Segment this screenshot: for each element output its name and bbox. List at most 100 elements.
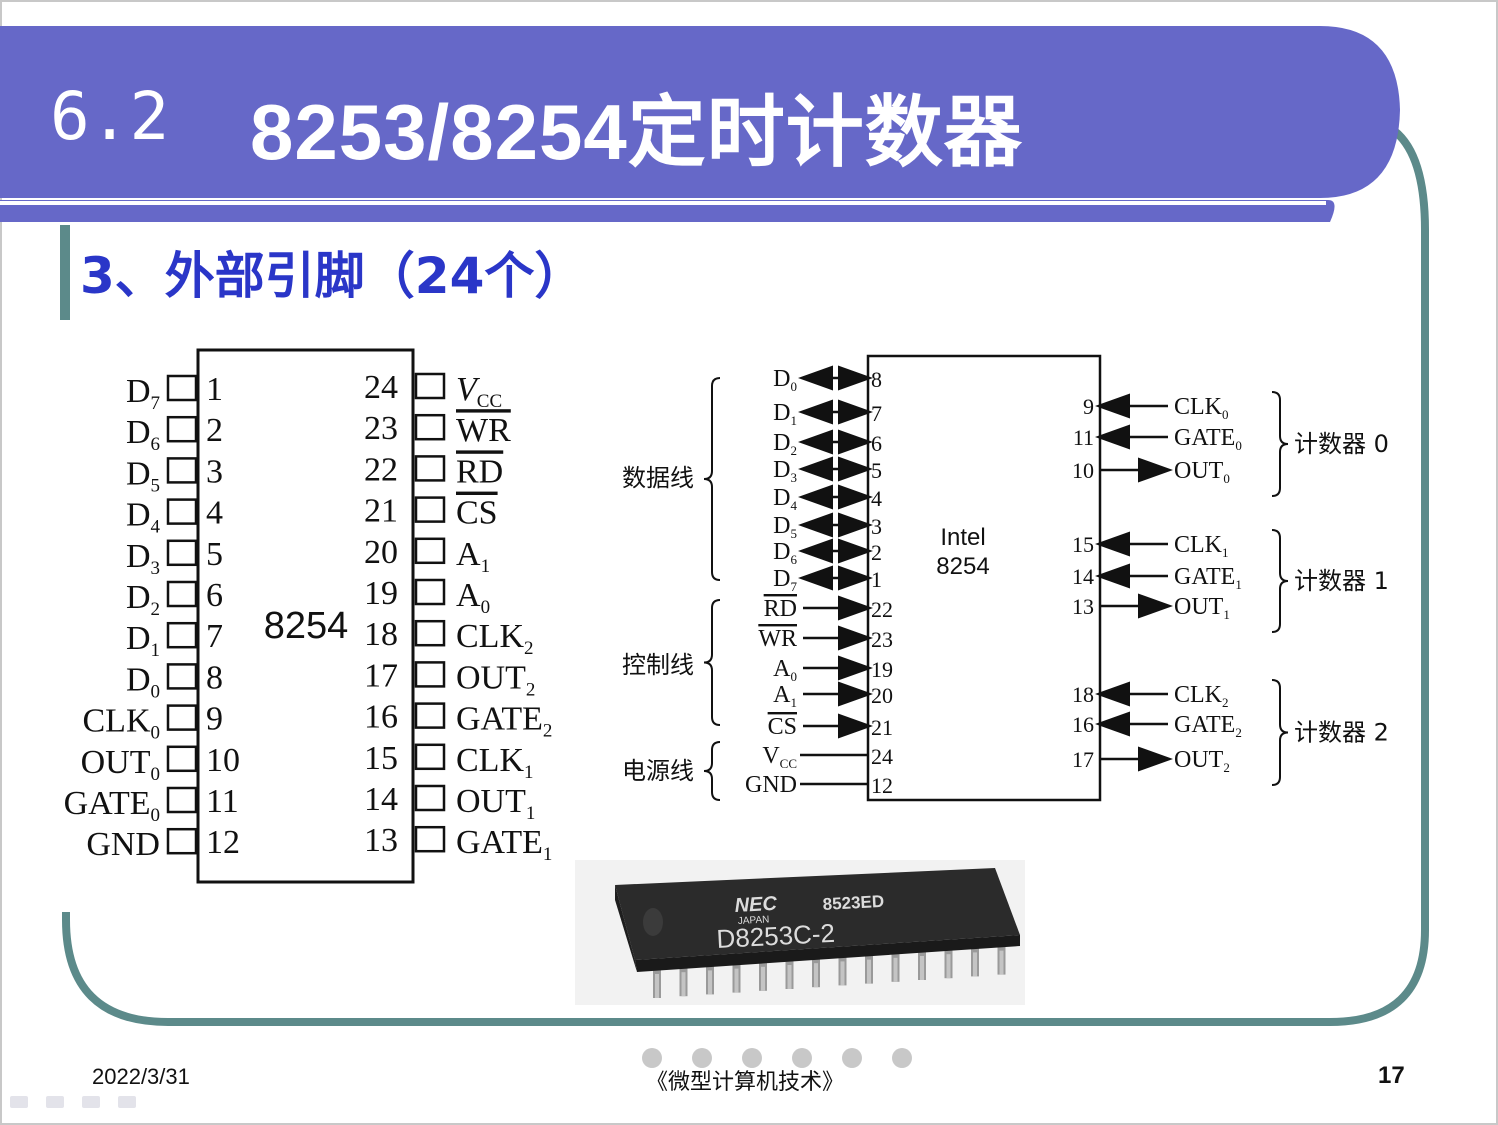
signal-pin-number: 19 bbox=[871, 657, 893, 682]
pin-name-right-subscript: 2 bbox=[526, 679, 536, 700]
pin-name-right-text: GATE bbox=[456, 824, 543, 861]
pin-number: 24 bbox=[364, 369, 398, 406]
menu-icon[interactable] bbox=[82, 1096, 100, 1108]
pin-number: 16 bbox=[364, 699, 398, 736]
chip-brand: NEC bbox=[734, 893, 778, 917]
pin-name-right: A0 bbox=[456, 577, 490, 618]
chip-leg-shine bbox=[814, 963, 818, 988]
pin-name-left: D6 bbox=[126, 414, 160, 455]
counter-signal-name: OUT2 bbox=[1174, 747, 1230, 775]
pin-name-right-subscript: 2 bbox=[543, 721, 553, 742]
signal-name: D1 bbox=[773, 400, 797, 428]
pin-number: 13 bbox=[364, 822, 398, 859]
signal-pin-number: 1 bbox=[871, 567, 882, 592]
slide-dot bbox=[692, 1048, 712, 1068]
pin-number: 7 bbox=[206, 618, 223, 655]
pin-name-left: D1 bbox=[126, 620, 160, 661]
pin-box bbox=[166, 663, 198, 690]
chip-label: 8254 bbox=[264, 605, 349, 647]
chip-code: 8523ED bbox=[822, 892, 884, 914]
signal-name-text: CS bbox=[768, 714, 797, 740]
counter-signal-name-subscript: 0 bbox=[1222, 407, 1229, 422]
pin-name-right: VCC bbox=[456, 371, 502, 412]
pin-number: 19 bbox=[364, 575, 398, 612]
pin-name-right-subscript: 1 bbox=[524, 762, 534, 783]
pin-name-left-text: D bbox=[126, 373, 151, 410]
pin-name-left-text: GATE bbox=[64, 785, 151, 822]
block-body bbox=[866, 354, 1102, 802]
chip-photo: NEC JAPAN 8523ED D8253C-2 bbox=[575, 860, 1025, 1005]
counter-signal-name-subscript: 2 bbox=[1223, 760, 1230, 775]
pin-name-right: CLK1 bbox=[456, 742, 534, 783]
signal-pin-number: 22 bbox=[871, 597, 893, 622]
signal-pin-number: 8 bbox=[871, 367, 882, 392]
pin-name-left-subscript: 2 bbox=[151, 599, 161, 620]
signal-name: A1 bbox=[773, 682, 797, 710]
pin-box bbox=[414, 537, 446, 565]
group-brace bbox=[703, 599, 721, 726]
counter-signal-name-subscript: 0 bbox=[1223, 471, 1230, 486]
pin-name-left: GATE0 bbox=[64, 785, 160, 826]
pin-number: 6 bbox=[206, 577, 223, 614]
pin-box bbox=[166, 786, 198, 814]
pin-number: 21 bbox=[364, 493, 398, 530]
pin-name-right-subscript: 0 bbox=[481, 597, 491, 618]
counter-pin-number: 14 bbox=[1072, 564, 1094, 589]
signal-name: VCC bbox=[762, 743, 797, 771]
signal-name-subscript: 0 bbox=[791, 669, 798, 684]
signal-name: WR bbox=[758, 626, 797, 652]
chip-leg-shine bbox=[920, 956, 924, 980]
counter-signal-name: GATE0 bbox=[1174, 425, 1242, 453]
prev-slide-icon[interactable] bbox=[10, 1096, 28, 1108]
pin-name-left: D4 bbox=[126, 497, 161, 538]
signal-name-text: A bbox=[773, 682, 791, 708]
pin-box bbox=[166, 498, 198, 525]
pin-name-left: D3 bbox=[126, 538, 160, 579]
chip-leg-shine bbox=[999, 950, 1004, 975]
signal-pin-number: 20 bbox=[871, 683, 893, 708]
slide-dot bbox=[742, 1048, 762, 1068]
pin-name-left-text: D bbox=[126, 661, 151, 698]
pin-number: 11 bbox=[206, 783, 239, 820]
pinout-diagram: 82541D72D63D54D45D36D27D18D09CLK010OUT01… bbox=[48, 320, 596, 912]
pin-name-left-text: D bbox=[126, 497, 151, 534]
chip-legs bbox=[653, 944, 1006, 998]
pin-box bbox=[166, 415, 198, 443]
counter-label: 计数器 1 bbox=[1294, 567, 1389, 595]
chip-leg-shine bbox=[761, 966, 765, 991]
counter-signal-name: OUT0 bbox=[1174, 458, 1230, 486]
pin-name-right: CS bbox=[456, 495, 498, 532]
chip-leg-shine bbox=[893, 957, 898, 982]
pin-box bbox=[166, 580, 198, 608]
pin-name-right-text: RD bbox=[456, 453, 503, 490]
signal-pin-number: 5 bbox=[871, 458, 882, 483]
pin-name-left: OUT0 bbox=[81, 744, 160, 785]
pin-name-right: GATE1 bbox=[456, 824, 552, 865]
signal-name-subscript: 7 bbox=[791, 579, 798, 594]
chip-leg-shine bbox=[708, 970, 712, 995]
pin-name-left: CLK0 bbox=[83, 703, 161, 744]
block-label-line1: Intel bbox=[940, 524, 985, 551]
pen-icon[interactable] bbox=[46, 1096, 64, 1108]
signal-name-text: D bbox=[773, 366, 790, 392]
chip-part: D8253C-2 bbox=[716, 918, 836, 954]
counter-signal-name-text: GATE bbox=[1174, 712, 1235, 738]
pin-name-right-text: WR bbox=[456, 412, 511, 449]
signal-name-text: D bbox=[773, 513, 790, 539]
counter-signal-name-text: GATE bbox=[1174, 564, 1235, 590]
pin-name-left-subscript: 3 bbox=[151, 558, 161, 579]
counter-signal-name-text: CLK bbox=[1174, 682, 1223, 708]
counter-pin-number: 15 bbox=[1072, 532, 1094, 557]
signal-pin-number: 12 bbox=[871, 773, 893, 798]
signal-name-text: D bbox=[773, 485, 790, 511]
chip-leg-shine bbox=[787, 965, 792, 989]
counter-pin-number: 16 bbox=[1072, 712, 1094, 737]
pin-box bbox=[414, 496, 446, 523]
pin-box bbox=[166, 827, 198, 855]
group-brace bbox=[703, 741, 721, 801]
next-slide-icon[interactable] bbox=[118, 1096, 136, 1108]
signal-name: D5 bbox=[773, 513, 797, 541]
